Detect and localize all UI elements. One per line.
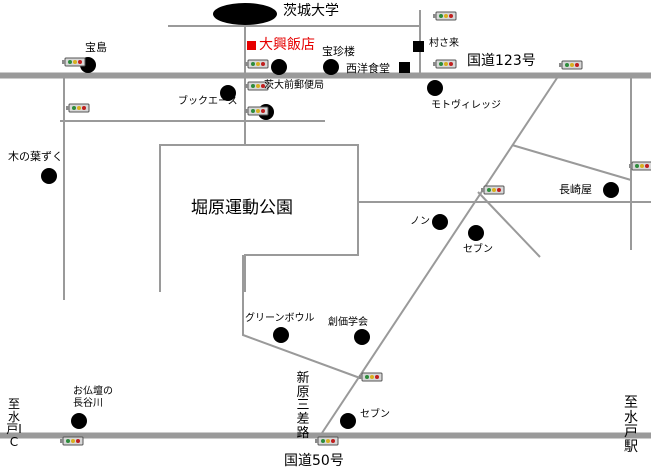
traffic-signal-icon	[358, 372, 383, 382]
traffic-signal-icon	[480, 185, 505, 195]
route-50-label: 国道50号	[284, 453, 344, 469]
butsudan-dot	[71, 413, 87, 429]
traffic-signal-icon	[432, 11, 457, 21]
konoha-zuku-dot	[41, 168, 57, 184]
restaurant-dot	[271, 59, 287, 75]
restaurant-label: 大興飯店	[259, 37, 315, 53]
traffic-signal-icon	[65, 103, 90, 113]
traffic-signal-icon	[61, 57, 86, 67]
lower-street	[242, 255, 361, 379]
post-office-label: 茨大前郵便局	[264, 80, 324, 91]
houchinrou-label: 宝珍楼	[322, 45, 355, 58]
seiyou-shokudo-label: 西洋食堂	[346, 62, 390, 75]
route-123-road	[0, 72, 651, 79]
book-ace-label: ブックエース	[178, 96, 238, 107]
book-ace-dot	[220, 85, 236, 101]
soka-gakkai-dot	[354, 329, 370, 345]
park-label: 堀原運動公園	[191, 198, 293, 218]
green-bowl-dot	[273, 327, 289, 343]
diagonal-road	[319, 77, 558, 437]
university-label: 茨城大学	[283, 3, 339, 19]
traffic-signal-icon	[244, 59, 269, 69]
houchinrou-dot	[323, 59, 339, 75]
traffic-signal-icon	[59, 436, 84, 446]
non-label: ノン	[410, 216, 430, 227]
park-outline	[159, 144, 359, 292]
traffic-signal-icon	[432, 59, 457, 69]
non-dot	[432, 214, 448, 230]
road-network	[0, 10, 651, 439]
route-123-label: 国道123号	[467, 53, 536, 69]
traffic-signal-icon	[628, 161, 651, 171]
right-upper-street	[511, 144, 632, 181]
murasakirai-marker	[413, 41, 424, 52]
traffic-signal-icon	[244, 106, 269, 116]
to-mito-station-label: 至水戸駅	[624, 395, 638, 456]
butsudan-label: お仏壇の 長谷川	[73, 386, 113, 409]
takarajima-label: 宝島	[85, 41, 107, 54]
traffic-signal-icon	[558, 60, 583, 70]
murasakirai-label: 村さ来	[429, 38, 459, 49]
restaurant-marker	[247, 41, 256, 50]
soka-gakkai-label: 創価学会	[328, 317, 368, 328]
seven2-dot	[340, 413, 356, 429]
moto-village-dot	[427, 80, 443, 96]
seven1-dot	[468, 225, 484, 241]
university-marker	[213, 3, 277, 25]
right-lower-diagonal	[477, 191, 541, 258]
seven2-label: セブン	[360, 409, 390, 420]
shinhara-misaro-label: 新原三差路	[296, 371, 310, 441]
green-bowl-label: グリーンボウル	[245, 313, 315, 324]
traffic-signal-icon	[314, 436, 339, 446]
poi-dots	[41, 57, 619, 429]
nagasakiya-dot	[603, 182, 619, 198]
seven1-label: セブン	[463, 244, 493, 255]
nagasakiya-label: 長崎屋	[559, 183, 592, 196]
konoha-zuku-label: 木の葉ずく	[8, 150, 63, 163]
moto-village-label: モトヴィレッジ	[431, 100, 501, 111]
seiyou-shokudo-marker	[399, 62, 410, 73]
to-mito-ic-label: 至水戸IC	[6, 397, 22, 449]
